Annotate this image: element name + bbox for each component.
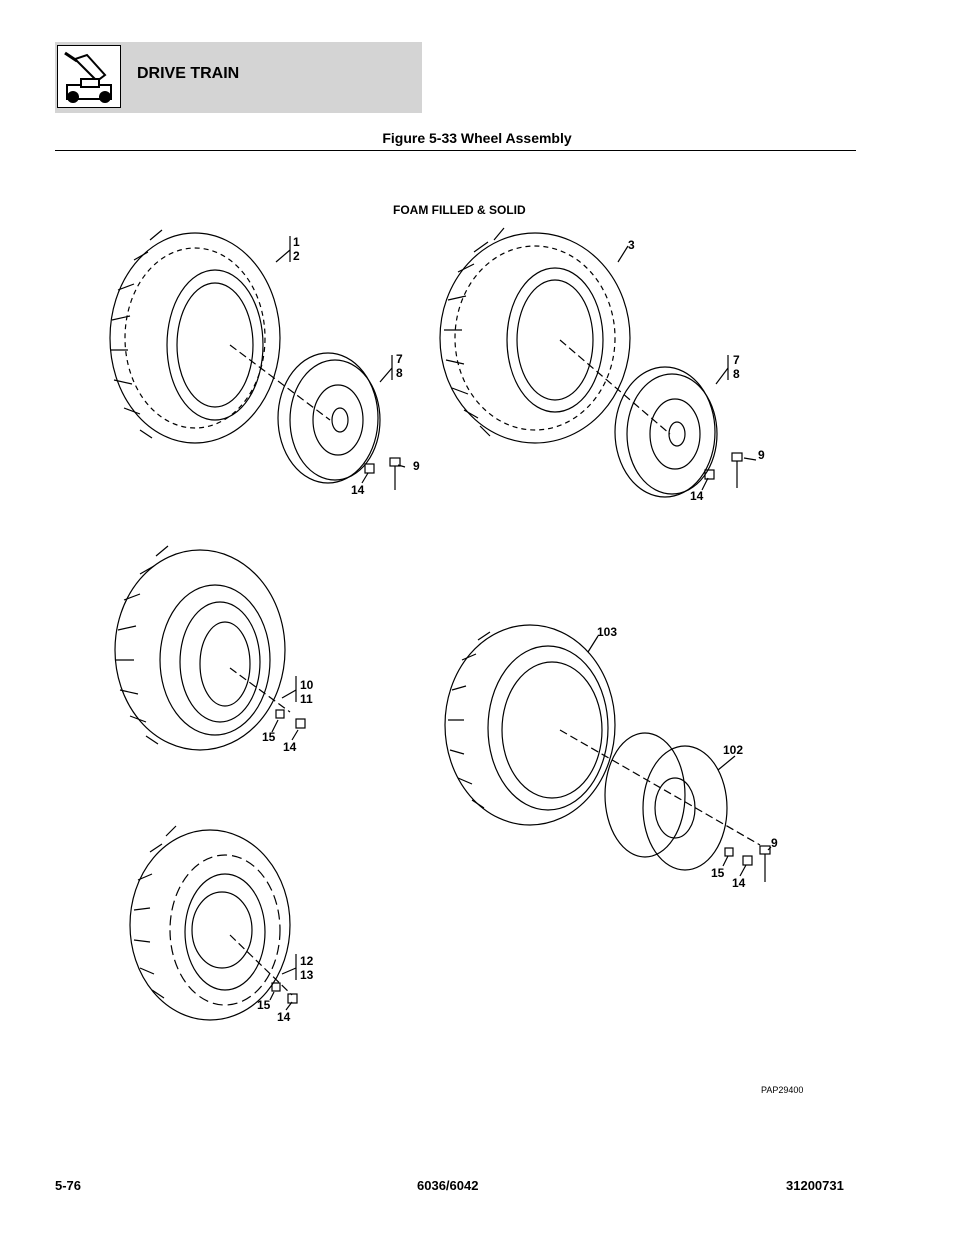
callout-7: 7	[396, 352, 403, 366]
callout-14: 14	[690, 489, 704, 503]
rim-7-8-a	[229, 344, 381, 484]
figure-subtitle: FOAM FILLED & SOLID	[393, 203, 526, 217]
leader-14-a	[361, 472, 369, 484]
callout-14: 14	[283, 740, 297, 754]
callout-9: 9	[413, 459, 420, 473]
figure-title: Figure 5-33 Wheel Assembly	[382, 130, 572, 146]
leader-3	[617, 245, 629, 263]
tire-10-11	[114, 545, 306, 751]
callout-102: 102	[723, 743, 744, 757]
leader-14-e	[285, 1001, 293, 1011]
section-title: DRIVE TRAIN	[137, 65, 240, 82]
callout-8: 8	[396, 366, 403, 380]
leader-15-b	[722, 855, 729, 867]
callout-15: 15	[711, 866, 725, 880]
bolt-nut-set-a	[364, 457, 401, 490]
leader-103	[587, 635, 599, 653]
drive-train-icon	[57, 45, 121, 108]
callout-103: 103	[597, 625, 618, 639]
leader-102	[717, 755, 736, 771]
tire-12-13	[129, 825, 298, 1021]
leader-15-c	[269, 991, 275, 1001]
leader-9-a	[397, 464, 406, 468]
callout-12: 12	[300, 954, 314, 968]
callout-7: 7	[733, 353, 740, 367]
page-number: 5-76	[55, 1178, 82, 1193]
leader-12-13-b	[281, 967, 297, 975]
callout-9: 9	[771, 836, 778, 850]
model-number: 6036/6042	[417, 1178, 479, 1193]
leader-7-8-a-b	[379, 367, 393, 383]
callout-3: 3	[628, 238, 635, 252]
callout-14: 14	[351, 483, 365, 497]
leader-9-c	[767, 846, 772, 851]
callout-11: 11	[300, 692, 313, 706]
tire-103	[444, 624, 761, 846]
document-number: 31200731	[786, 1178, 844, 1193]
leader-14-b	[701, 477, 709, 491]
rim-102	[604, 732, 771, 882]
leader-10-11-b	[281, 689, 297, 699]
bolt-nut-set-b	[704, 452, 743, 488]
callout-14: 14	[277, 1010, 291, 1024]
callout-8: 8	[733, 367, 740, 381]
tire-1-2	[109, 229, 281, 444]
header-rule	[55, 150, 856, 151]
callout-15: 15	[262, 730, 276, 744]
rim-7-8-b	[559, 339, 718, 498]
leader-15-a	[271, 719, 279, 733]
leader-7-8-b-b	[715, 367, 729, 385]
callout-2: 2	[293, 249, 300, 263]
leader-1-2-b	[275, 249, 291, 263]
leader-14-d	[739, 864, 747, 877]
callout-10: 10	[300, 678, 314, 692]
callout-14: 14	[732, 876, 746, 890]
callout-1: 1	[293, 235, 300, 249]
callout-9: 9	[758, 448, 765, 462]
tire-3	[439, 227, 631, 444]
callout-13: 13	[300, 968, 314, 982]
callout-15: 15	[257, 998, 271, 1012]
leader-14-c	[291, 729, 299, 741]
drawing-reference: PAP29400	[761, 1085, 804, 1095]
leader-9-b	[743, 457, 757, 461]
